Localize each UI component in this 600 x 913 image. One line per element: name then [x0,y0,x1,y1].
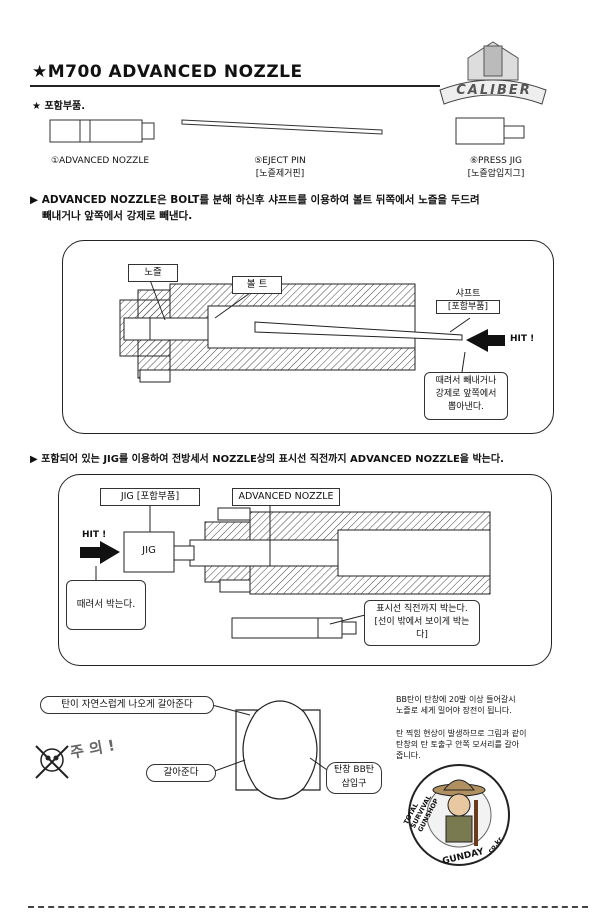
callout-grind: 갈아준다 [146,764,216,782]
caliber-logo-graphic [439,41,547,105]
bottom-decor-strip [28,906,588,912]
removal-diagram-frame [62,240,554,434]
note-removal-line2: 강제로 앞쪽에서 [435,389,497,399]
note-removal-line3: 뽑아낸다. [448,402,484,412]
part-name-eject-pin: ⑤EJECT PIN [254,156,306,166]
included-parts-heading: ★ 포함부품. [32,101,86,112]
note-removal: 때려서 빼내거나 강제로 앞쪽에서 뽑아낸다. [424,372,508,420]
note-mag-grind: 탄 찍힘 현상이 발생하므로 그림과 같이 탄창의 탄 토출구 안쪽 모서리를 … [396,728,586,761]
note-install-mark-line1: 표시선 직전까지 박는다. [376,604,468,614]
title-underline [30,85,440,87]
label-nozzle: 노즐 [128,264,178,282]
note-install-hit: 때려서 박는다. [66,580,146,630]
eject-pin-part-icon [181,119,383,135]
note-mag-grind-line3: 줍니다. [396,751,421,760]
note-install-mark: 표시선 직전까지 박는다. [선이 밖에서 보이게 박는 다] [364,600,480,646]
press-jig-part-icon [455,117,525,145]
hit-label-install: HIT ! [82,530,107,540]
part-sub-eject-pin: [노즐제거핀] [255,169,305,179]
caliber-logo-text: CALIBER [456,83,532,98]
callout-bb-inlet: 탄창 BB탄 삽입구 [326,762,382,794]
callout-bb-inlet-line2: 삽입구 [341,779,367,789]
note-mag-capacity: BB탄이 탄창에 20발 이상 들어갈시 노즐로 세게 밀어야 장전이 됩니다. [396,694,586,716]
label-advanced-nozzle: ADVANCED NOZZLE [232,488,340,506]
install-diagram-frame [58,474,552,666]
note-removal-line1: 때려서 빼내거나 [435,376,497,386]
jig-label: JIG [142,545,156,556]
advanced-nozzle-part-icon [49,119,155,143]
note-install-mark-line2: [선이 밖에서 보이게 박는 [374,617,470,627]
callout-smooth-exit: 탄이 자연스럽게 나오게 갈아준다 [40,696,214,714]
page-title: ★M700 ADVANCED NOZZLE [32,62,303,82]
callout-bb-inlet-line1: 탄창 BB탄 [333,765,375,775]
section1-text-line2: 빼내거나 앞쪽에서 강제로 빼낸다. [42,210,193,222]
note-mag-grind-line2: 탄창의 탄 토출구 안쪽 모서리를 갈아 [396,740,520,749]
label-jig-part: JIG [포함부품] [100,488,200,506]
note-mag-grind-line1: 탄 찍힘 현상이 발생하므로 그림과 같이 [396,729,527,738]
section1-text-line1: ▶ ADVANCED NOZZLE은 BOLT를 분해 하신후 샤프트를 이용하… [30,194,480,206]
caliber-logo: CALIBER [438,40,548,110]
hit-label-removal: HIT ! [510,334,535,344]
note-mag-capacity-line1: BB탄이 탄창에 20발 이상 들어갈시 [396,695,516,704]
label-shaft-line2: [포함부품] [436,300,500,314]
note-install-mark-line3: 다] [416,630,428,640]
label-shaft: 샤프트 [포함부품] [436,288,500,314]
section2-text: ▶ 포함되어 있는 JIG를 이용하여 전방세서 NOZZLE상의 표시선 직전… [30,454,504,465]
gunday-badge: TOTAL SURVIVAL GUNSHOP GUNDAY .co.kr [402,760,514,870]
part-name-advanced-nozzle: ①ADVANCED NOZZLE [50,156,150,166]
note-mag-capacity-line2: 노즐로 세게 밀어야 장전이 됩니다. [396,706,512,715]
part-sub-press-jig: [노즐압입지그] [467,169,525,179]
gunday-badge-graphic [408,764,510,866]
label-bolt: 볼 트 [232,276,282,294]
part-name-press-jig: ⑥PRESS JIG [469,156,522,166]
label-shaft-line1: 샤프트 [455,289,481,299]
